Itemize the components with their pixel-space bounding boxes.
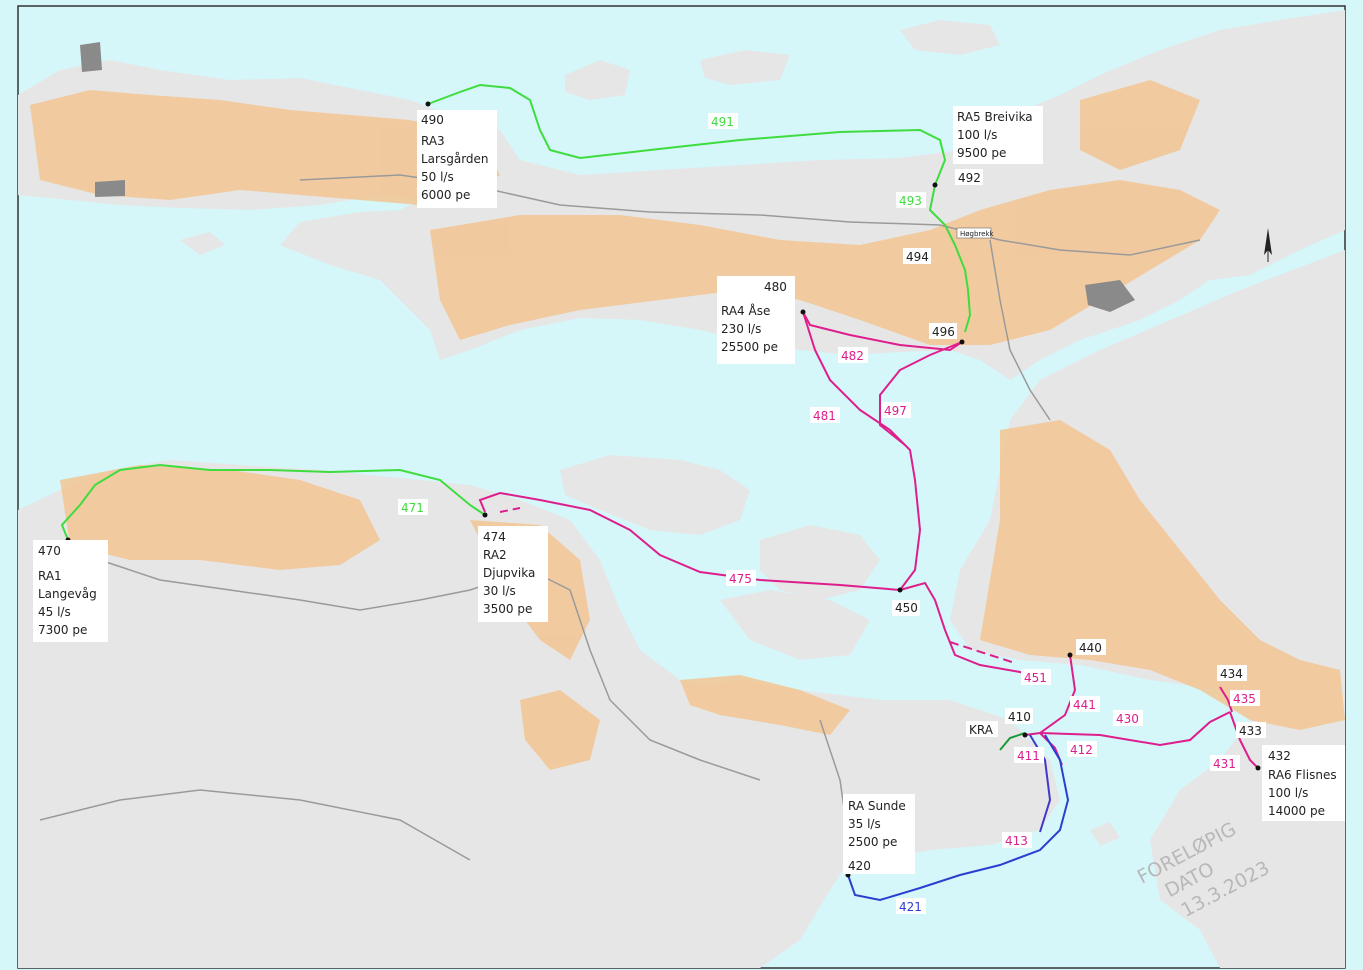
- island-east-small: [1090, 822, 1120, 846]
- pipe-497: [879, 341, 963, 446]
- label-471: 471: [401, 501, 424, 515]
- island-mid-3: [720, 590, 870, 660]
- island-north-5: [1230, 70, 1345, 170]
- pipe-474-dashed: [499, 507, 521, 513]
- ra2-line-2: RA2: [483, 548, 507, 562]
- pipe-435: [1219, 686, 1233, 713]
- ra5-line-1: RA5 Breivika: [957, 110, 1033, 124]
- rasunde-line-1: RA Sunde: [848, 799, 906, 813]
- island-north-2: [700, 50, 790, 85]
- label-431: 431: [1213, 757, 1236, 771]
- label-435: 435: [1233, 692, 1256, 706]
- label-kra: KRA: [969, 723, 994, 737]
- magenta-pipelines: [478, 311, 1259, 769]
- station-ra2: 474 RA2 Djupvika 30 l/s 3500 pe: [478, 526, 548, 622]
- pipe-475: [478, 491, 901, 591]
- label-410: 410: [1008, 710, 1031, 724]
- label-497: 497: [884, 404, 907, 418]
- ra2-line-5: 3500 pe: [483, 602, 532, 616]
- ra4-line-1: 480: [764, 280, 787, 294]
- industrial-buildings: [80, 42, 1135, 312]
- label-496: 496: [932, 325, 955, 339]
- ra4-line-2: RA4 Åse: [721, 303, 770, 318]
- station-ra4: 480 RA4 Åse 230 l/s 25500 pe: [717, 276, 795, 364]
- ra4-line-4: 25500 pe: [721, 340, 778, 354]
- station-ra3: 490 RA3 Larsgården 50 l/s 6000 pe: [417, 110, 497, 208]
- ra1-line-3: Langevåg: [38, 587, 97, 601]
- label-413: 413: [1005, 834, 1028, 848]
- pipe-471: [60, 463, 486, 541]
- north-arrow-icon: [1264, 228, 1272, 262]
- green-pipelines: [60, 83, 1026, 751]
- ra5-line-2: 100 l/s: [957, 128, 997, 142]
- label-441: 441: [1073, 698, 1096, 712]
- ra5-line-3: 9500 pe: [957, 146, 1006, 160]
- land-south-central: [680, 680, 1060, 860]
- rasunde-line-3: 2500 pe: [848, 835, 897, 849]
- island-north-4: [180, 232, 225, 255]
- pipe-411: [999, 732, 1026, 751]
- label-412: 412: [1070, 743, 1093, 757]
- label-411: 411: [1017, 749, 1040, 763]
- ra1-line-2: RA1: [38, 569, 62, 583]
- ra1-line-1: 470: [38, 544, 61, 558]
- ra6-line-2: RA6 Flisnes: [1268, 768, 1337, 782]
- ra2-line-3: Djupvika: [483, 566, 535, 580]
- label-492: 492: [958, 171, 981, 185]
- island-mid-4: [420, 530, 490, 580]
- pipe-482: [802, 311, 963, 352]
- label-430: 430: [1116, 712, 1139, 726]
- station-ra6: 432 RA6 Flisnes 100 l/s 14000 pe: [1262, 745, 1345, 821]
- label-433: 433: [1239, 724, 1262, 738]
- ra3-line-5: 6000 pe: [421, 188, 470, 202]
- point-labels: 492 494 496 450 440 434 433 410 KRA Høgb…: [892, 169, 1266, 738]
- pipe-491: [427, 83, 947, 186]
- ra3-line-2: RA3: [421, 134, 445, 148]
- label-451: 451: [1024, 671, 1047, 685]
- ra2-line-1: 474: [483, 530, 506, 544]
- pipe-493: [928, 184, 972, 333]
- land-south-lower: [470, 760, 800, 968]
- pipe-430: [1039, 711, 1231, 747]
- label-493: 493: [899, 194, 922, 208]
- pipe-441: [1024, 654, 1077, 736]
- ra1-line-4: 45 l/s: [38, 605, 71, 619]
- ra3-line-3: Larsgården: [421, 152, 489, 166]
- station-ra1: 470 RA1 Langevåg 45 l/s 7300 pe: [33, 540, 108, 642]
- label-475: 475: [729, 572, 752, 586]
- label-440: 440: [1079, 641, 1102, 655]
- station-rasunde: RA Sunde 35 l/s 2500 pe 420: [843, 794, 915, 874]
- rasunde-line-4: 420: [848, 859, 871, 873]
- ra4-line-3: 230 l/s: [721, 322, 761, 336]
- ra2-line-4: 30 l/s: [483, 584, 516, 598]
- label-491: 491: [711, 115, 734, 129]
- label-481: 481: [813, 409, 836, 423]
- pipe-labels: 491 493 471 482 481 497 475 451 441 430 …: [398, 113, 1260, 914]
- pipe-413: [847, 734, 1070, 902]
- label-hogbrekk: Høgbrekk: [960, 230, 995, 238]
- ra1-line-5: 7300 pe: [38, 623, 87, 637]
- label-482: 482: [841, 349, 864, 363]
- island-mid-1: [560, 455, 750, 535]
- rasunde-line-2: 35 l/s: [848, 817, 881, 831]
- ra3-line-4: 50 l/s: [421, 170, 454, 184]
- label-450: 450: [895, 601, 918, 615]
- island-north-1: [565, 60, 630, 100]
- ra6-line-1: 432: [1268, 749, 1291, 763]
- ra6-line-3: 100 l/s: [1268, 786, 1308, 800]
- pipe-451-dashed: [949, 641, 1016, 664]
- label-434: 434: [1220, 667, 1243, 681]
- station-ra5: RA5 Breivika 100 l/s 9500 pe: [953, 106, 1043, 164]
- island-north-3: [900, 20, 1000, 55]
- ra6-line-4: 14000 pe: [1268, 804, 1325, 818]
- label-421: 421: [899, 900, 922, 914]
- label-494: 494: [906, 250, 929, 264]
- pipe-431: [1229, 711, 1259, 769]
- ra3-line-1: 490: [421, 113, 444, 127]
